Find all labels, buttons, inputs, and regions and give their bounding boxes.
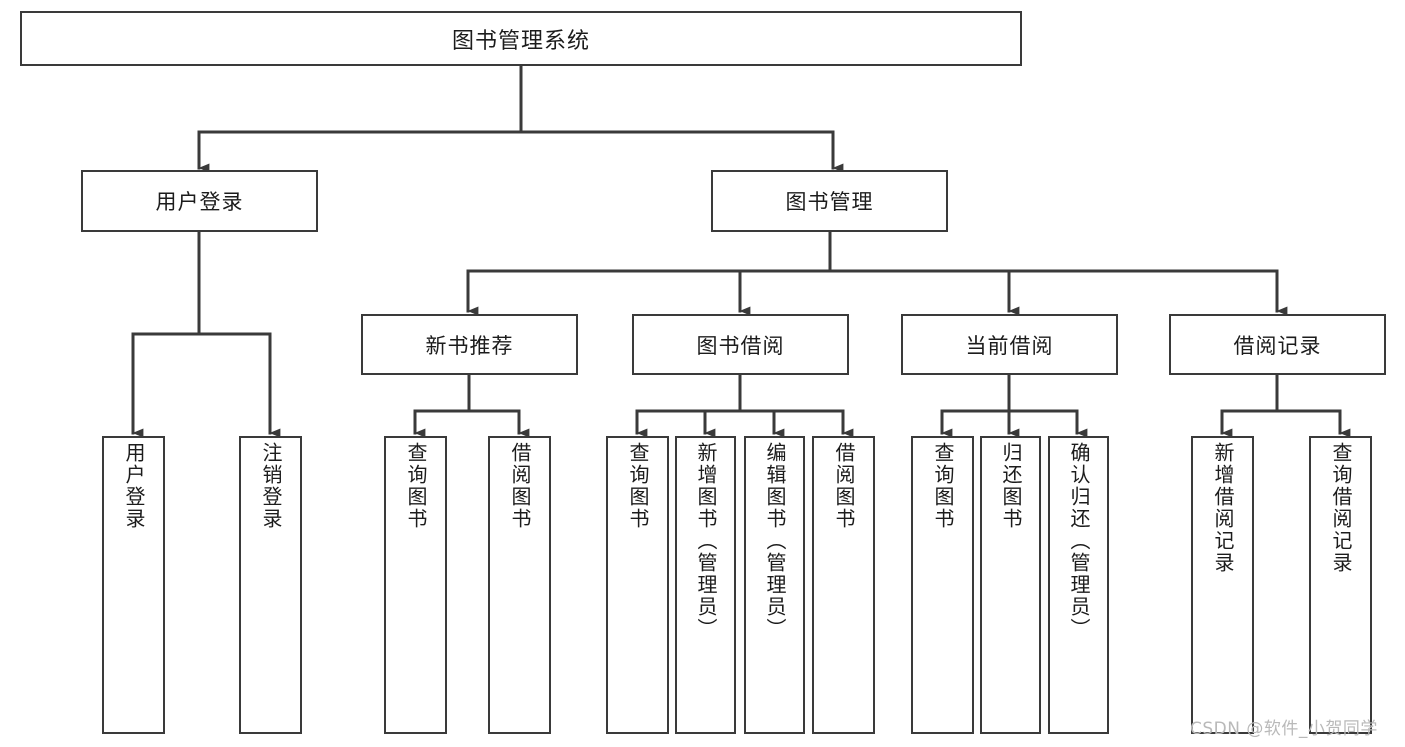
- node-book-manage-label: 图书管理: [785, 190, 874, 214]
- node-book-borrow-label: 图书借阅: [696, 333, 785, 358]
- node-borrow-record[interactable]: 借阅记录: [1169, 314, 1386, 375]
- node-leaf-query-book-3-label: 查询图书: [931, 442, 955, 530]
- node-leaf-add-book[interactable]: 新增图书（管理员）: [675, 436, 736, 734]
- node-leaf-user-login-label: 用户登录: [122, 442, 146, 530]
- node-leaf-edit-book[interactable]: 编辑图书（管理员）: [744, 436, 805, 734]
- node-leaf-query-book-3[interactable]: 查询图书: [911, 436, 974, 734]
- node-leaf-add-record[interactable]: 新增借阅记录: [1191, 436, 1254, 734]
- node-leaf-borrow-book-2[interactable]: 借阅图书: [812, 436, 875, 734]
- node-leaf-query-book-2[interactable]: 查询图书: [606, 436, 669, 734]
- node-leaf-return-book-label: 归还图书: [999, 442, 1023, 530]
- node-leaf-user-login[interactable]: 用户登录: [102, 436, 165, 734]
- node-leaf-user-logout[interactable]: 注销登录: [239, 436, 302, 734]
- node-leaf-add-record-label: 新增借阅记录: [1211, 442, 1235, 574]
- node-new-book-recommend-label: 新书推荐: [425, 333, 514, 358]
- node-leaf-query-book-1-label: 查询图书: [404, 442, 428, 530]
- node-leaf-query-book-1[interactable]: 查询图书: [384, 436, 447, 734]
- node-leaf-confirm-return[interactable]: 确认归还（管理员）: [1048, 436, 1109, 734]
- node-book-manage[interactable]: 图书管理: [711, 170, 948, 232]
- node-leaf-borrow-book-1-label: 借阅图书: [508, 442, 532, 530]
- node-user-login-label: 用户登录: [155, 190, 244, 214]
- node-leaf-return-book[interactable]: 归还图书: [980, 436, 1041, 734]
- node-leaf-query-record[interactable]: 查询借阅记录: [1309, 436, 1372, 734]
- node-leaf-borrow-book-1[interactable]: 借阅图书: [488, 436, 551, 734]
- node-leaf-borrow-book-2-label: 借阅图书: [832, 442, 856, 530]
- node-root-label: 图书管理系统: [451, 28, 590, 54]
- node-user-login[interactable]: 用户登录: [81, 170, 318, 232]
- node-borrow-record-label: 借阅记录: [1233, 333, 1322, 358]
- node-leaf-query-book-2-label: 查询图书: [626, 442, 650, 530]
- node-current-borrow[interactable]: 当前借阅: [901, 314, 1118, 375]
- node-leaf-confirm-return-label: 确认归还（管理员）: [1067, 442, 1091, 640]
- node-root[interactable]: 图书管理系统: [20, 11, 1022, 66]
- node-current-borrow-label: 当前借阅: [965, 333, 1054, 358]
- node-new-book-recommend[interactable]: 新书推荐: [361, 314, 578, 375]
- watermark-text: CSDN @软件_小贺同学: [1190, 719, 1378, 739]
- node-leaf-user-logout-label: 注销登录: [259, 442, 283, 530]
- node-leaf-query-record-label: 查询借阅记录: [1329, 442, 1353, 574]
- node-leaf-add-book-label: 新增图书（管理员）: [694, 442, 718, 640]
- node-leaf-edit-book-label: 编辑图书（管理员）: [763, 442, 787, 640]
- node-book-borrow[interactable]: 图书借阅: [632, 314, 849, 375]
